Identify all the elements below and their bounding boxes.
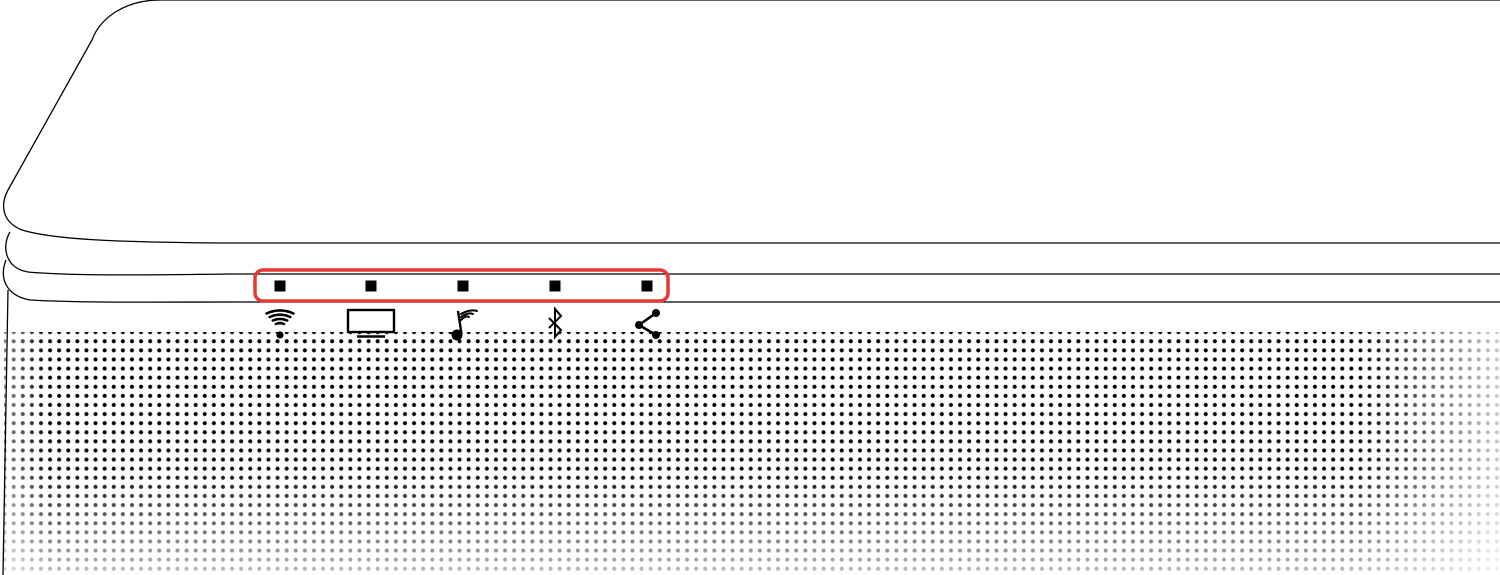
- indicator-light-wifi: [274, 280, 286, 292]
- share-icon: [635, 309, 660, 339]
- indicator-light-tv: [365, 280, 377, 292]
- indicator-light-share: [641, 280, 653, 292]
- speaker-grille: [4, 322, 1500, 575]
- tv-icon: [346, 308, 396, 338]
- indicator-lights: [274, 280, 653, 292]
- indicator-light-bluetooth: [549, 280, 561, 292]
- indicator-icons: [265, 306, 660, 341]
- wifi-icon: [265, 309, 295, 339]
- bluetooth-icon: [548, 306, 563, 340]
- wireless-music-icon: [451, 309, 478, 341]
- indicator-highlight-frame: [253, 268, 670, 303]
- indicator-light-wireless-music: [457, 280, 469, 292]
